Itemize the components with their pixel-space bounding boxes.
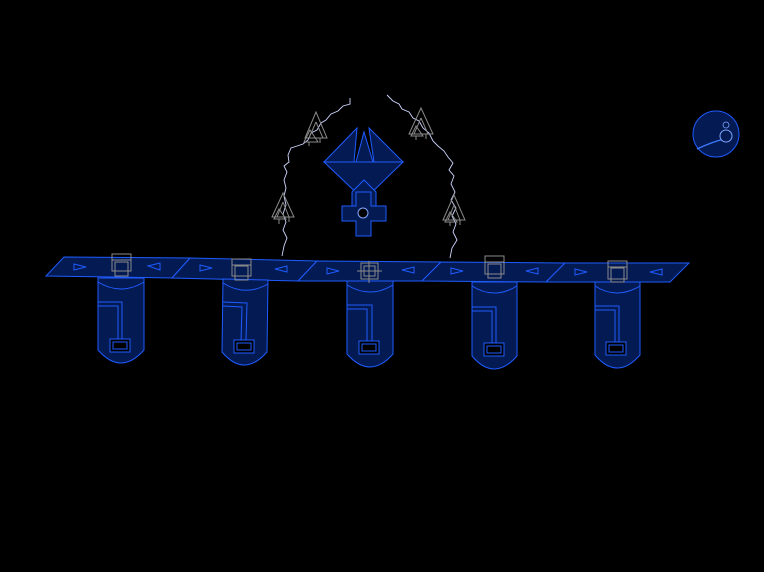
hanging-pod[interactable] [97,277,145,364]
energy-arc-right [386,94,458,259]
track-platform[interactable] [544,262,691,283]
moon-icon[interactable] [692,110,740,158]
tree-icon [271,191,295,224]
tree-icon [303,110,328,146]
hanging-pod[interactable] [221,278,269,366]
machine-block[interactable] [484,255,505,279]
machine-block[interactable] [357,261,382,283]
track-platform[interactable] [170,257,319,282]
hub-satellite-icon[interactable] [322,126,405,237]
machine-block[interactable] [607,260,628,283]
hanging-pod[interactable] [594,281,641,369]
hanging-pod[interactable] [346,280,394,368]
machine-block[interactable] [231,258,252,281]
machine-block[interactable] [111,253,132,277]
hanging-pod[interactable] [471,281,518,370]
tree-icon [442,193,466,226]
tree-icon [408,106,434,140]
track-platform[interactable] [420,261,567,283]
